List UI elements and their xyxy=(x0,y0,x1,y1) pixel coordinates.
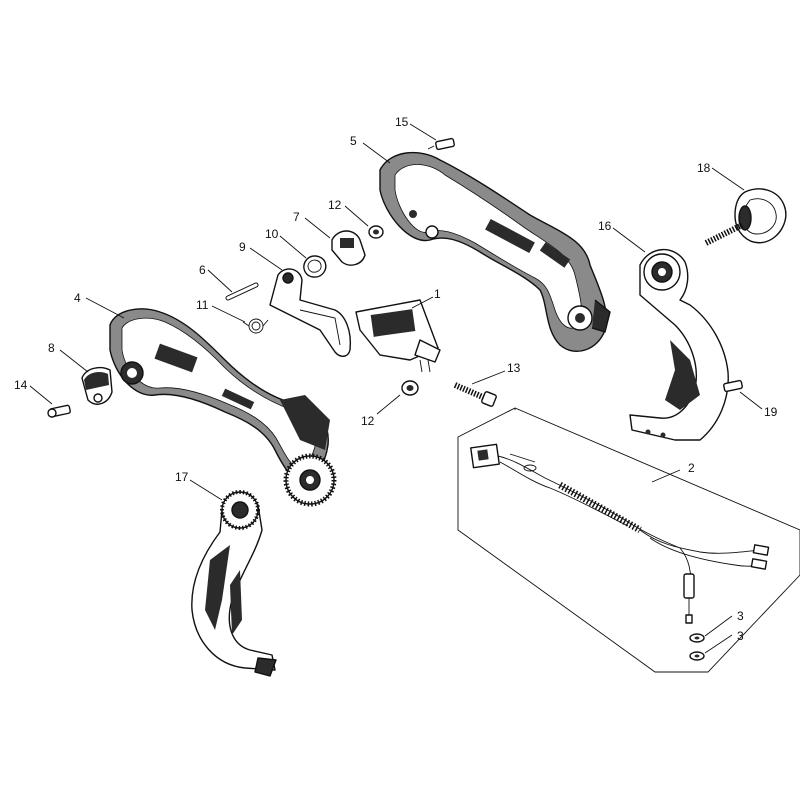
callout-16: 16 xyxy=(598,219,612,233)
callout-3-upper: 3 xyxy=(737,609,744,623)
callout-13: 13 xyxy=(507,361,521,375)
callout-9: 9 xyxy=(239,240,246,254)
screw-15 xyxy=(427,137,455,151)
collar-12-lower xyxy=(401,380,419,396)
callout-4: 4 xyxy=(74,291,81,305)
cap-8 xyxy=(81,366,113,405)
leader-lines xyxy=(29,123,763,654)
washer-3-lower xyxy=(689,651,705,661)
callout-12-upper: 12 xyxy=(328,198,342,212)
gasket-10 xyxy=(303,255,327,278)
screw-19 xyxy=(723,379,743,393)
handle-right-half xyxy=(379,151,611,353)
callout-19: 19 xyxy=(764,405,778,419)
switch-1 xyxy=(355,299,441,373)
callout-2: 2 xyxy=(688,461,695,475)
wiring-harness xyxy=(470,443,770,624)
callout-3-lower: 3 xyxy=(737,629,744,643)
callout-labels: 1 2 3 3 4 5 6 7 8 9 10 11 12 12 13 14 15… xyxy=(14,115,778,643)
callout-18: 18 xyxy=(697,161,711,175)
bracket-17 xyxy=(191,490,277,677)
knob-18 xyxy=(704,188,787,246)
callout-6: 6 xyxy=(199,263,206,277)
harness-kit-box xyxy=(457,407,800,673)
callout-8: 8 xyxy=(48,341,55,355)
callout-15: 15 xyxy=(395,115,409,129)
callout-10: 10 xyxy=(265,227,279,241)
bracket-16 xyxy=(629,248,729,441)
trigger-9 xyxy=(269,268,352,357)
callout-11: 11 xyxy=(196,298,209,312)
bolt-13 xyxy=(453,382,497,407)
callout-17: 17 xyxy=(175,470,189,484)
callout-5: 5 xyxy=(350,134,357,148)
pin-6 xyxy=(225,282,259,301)
spring-11 xyxy=(242,318,269,334)
collar-12-upper xyxy=(368,225,384,239)
handle-left-half xyxy=(109,308,337,507)
callout-14: 14 xyxy=(14,378,28,392)
washer-3-upper xyxy=(689,633,705,643)
callout-1: 1 xyxy=(434,287,441,301)
lock-lever-7 xyxy=(331,230,366,266)
screw-14 xyxy=(47,404,71,418)
callout-7: 7 xyxy=(293,210,300,224)
callout-12-lower: 12 xyxy=(361,414,375,428)
